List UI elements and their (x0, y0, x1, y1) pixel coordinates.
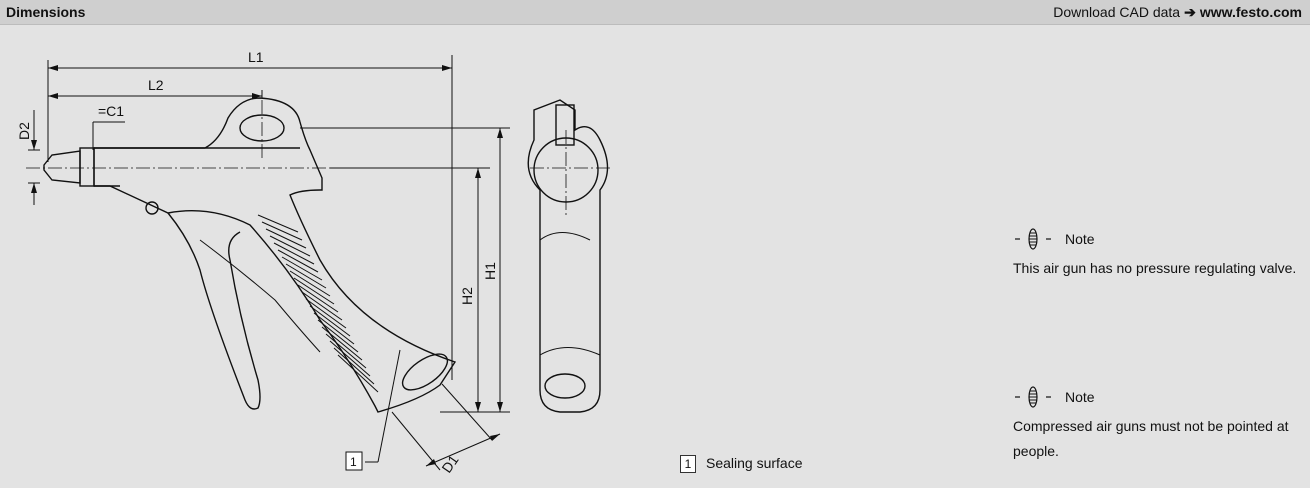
label-D2: D2 (16, 122, 32, 140)
grip-ribs (257, 214, 379, 393)
arrow-right-icon: ➔ (1184, 4, 1196, 20)
section-header: Dimensions Download CAD data➔www.festo.c… (0, 0, 1310, 25)
legend-text: Sealing surface (706, 455, 803, 471)
trigger-inner (199, 239, 321, 353)
pin-hole (145, 201, 159, 215)
gun-barrel (93, 97, 457, 413)
label-L2: L2 (148, 77, 164, 93)
side-view (527, 99, 609, 413)
label-H2: H2 (459, 287, 475, 305)
section-title: Dimensions (6, 4, 86, 20)
legend-number: 1 (680, 455, 696, 474)
legend: 1 Sealing surface (680, 455, 803, 474)
note-title: Note (1065, 388, 1095, 405)
outlet-port (401, 353, 449, 391)
side-view-tab (555, 104, 575, 146)
nozzle (43, 150, 81, 184)
cad-download[interactable]: Download CAD data➔www.festo.com (1053, 4, 1302, 21)
label-D1: D1 (438, 452, 461, 476)
note-title: Note (1065, 230, 1095, 247)
note-text: This air gun has no pressure regulating … (1013, 260, 1297, 276)
nozzle-hex (79, 147, 95, 187)
festo-link[interactable]: www.festo.com (1199, 4, 1302, 20)
note-2: Note Compressed air guns must not be poi… (1013, 386, 1303, 464)
marker-number: 1 (350, 455, 357, 469)
note-info-icon (1015, 386, 1051, 408)
marker-box (345, 451, 363, 471)
download-cad-text[interactable]: Download CAD data (1053, 4, 1181, 20)
label-H1: H1 (482, 262, 498, 280)
label-L1: L1 (248, 49, 264, 65)
note-1: Note This air gun has no pressure regula… (1013, 228, 1303, 281)
side-view-eyelet (544, 373, 586, 399)
note-info-icon (1015, 228, 1051, 250)
note-text: Compressed air guns must not be pointed … (1013, 418, 1289, 459)
dimension-drawing: L1 L2 =C1 D2 H1 H2 D1 1 (16, 49, 610, 476)
trigger (167, 212, 261, 410)
label-C1: =C1 (98, 103, 124, 119)
